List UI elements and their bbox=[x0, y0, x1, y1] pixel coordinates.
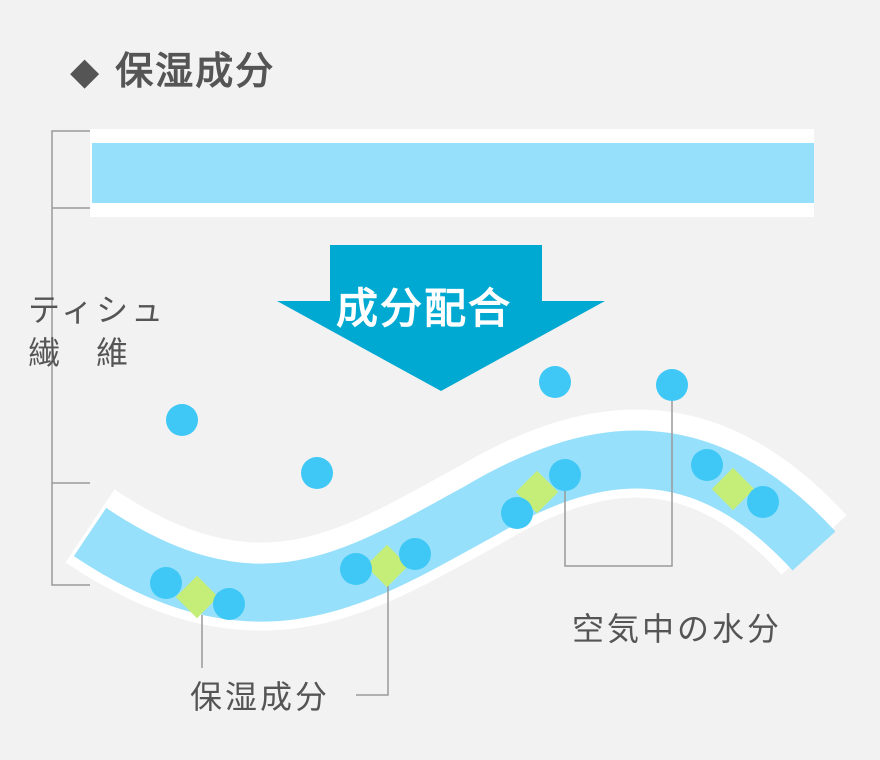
water-particle bbox=[549, 459, 581, 491]
water-particle bbox=[340, 553, 372, 585]
tissue-fiber-label-line2: 繊 維 bbox=[28, 328, 130, 374]
water-particle bbox=[691, 449, 723, 481]
fiber-strip-before bbox=[90, 129, 814, 217]
moisturizing-ingredient-label: 保湿成分 bbox=[190, 672, 330, 718]
water-particle bbox=[213, 588, 245, 620]
water-in-air-label: 空気中の水分 bbox=[572, 604, 782, 650]
water-particle bbox=[539, 366, 571, 398]
water-particle bbox=[501, 497, 533, 529]
water-particle bbox=[747, 486, 779, 518]
water-particle bbox=[301, 457, 333, 489]
water-particle bbox=[656, 369, 688, 401]
arrow-label: 成分配合 bbox=[336, 275, 512, 336]
water-particle bbox=[150, 567, 182, 599]
water-particle bbox=[166, 404, 198, 436]
water-particle bbox=[399, 538, 431, 570]
tissue-fiber-label-line1: ティシュ bbox=[28, 285, 166, 331]
